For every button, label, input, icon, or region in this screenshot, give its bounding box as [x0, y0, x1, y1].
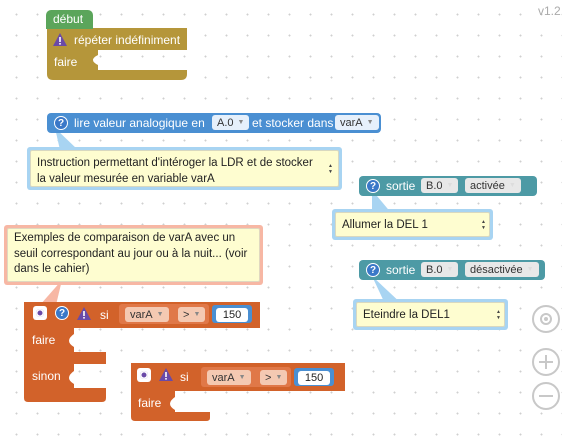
output-off-label: sortie	[386, 263, 416, 277]
output-on-label: sortie	[386, 179, 416, 193]
output-on-comment-arrow	[372, 190, 392, 214]
analog-help-icon[interactable]: ?	[54, 116, 68, 130]
if-comment-content: Exemples de comparaison de varA avec un …	[14, 232, 248, 275]
output-off-help-icon[interactable]: ?	[366, 263, 380, 277]
output-on-block[interactable]: ? sortie B.0▼ activée▼	[359, 176, 537, 196]
inner-operator-value: >	[265, 371, 272, 384]
output-off-pin-value: B.0	[426, 263, 443, 276]
if-gear-icon[interactable]	[33, 306, 47, 320]
analog-comment-arrow	[55, 128, 78, 150]
output-on-state-value: activée	[470, 179, 505, 192]
analog-middle: et stocker dans	[252, 116, 334, 130]
inner-do-label: faire	[138, 396, 162, 410]
analog-pin-dropdown[interactable]: A.0▼	[212, 115, 250, 130]
if-help-icon[interactable]: ?	[55, 306, 69, 320]
inner-value-field[interactable]: 150	[298, 371, 330, 385]
inner-value-block[interactable]: 150	[294, 368, 334, 386]
output-off-comment-bubble: Eteindre la DEL1 ▲▼	[353, 299, 508, 330]
analog-pin-value: A.0	[217, 116, 234, 129]
analog-comment-bubble: Instruction permettant d'intéroger la LD…	[27, 147, 342, 190]
if-value-block[interactable]: 150	[212, 305, 252, 323]
if-operator-dropdown[interactable]: >▼	[178, 307, 206, 322]
if-value-field[interactable]: 150	[216, 308, 248, 322]
version-label: v1.2	[538, 4, 561, 18]
scroll-arrows-icon[interactable]: ▲▼	[496, 308, 501, 321]
inner-if-label: si	[180, 370, 189, 384]
output-off-state-dropdown[interactable]: désactivée▼	[465, 262, 539, 277]
zoom-in-button[interactable]	[532, 348, 560, 376]
output-on-pin-dropdown[interactable]: B.0▼	[421, 178, 459, 193]
chevron-down-icon: ▼	[238, 374, 246, 381]
output-off-state-value: désactivée	[470, 263, 523, 276]
inner-if-block-shape[interactable]	[131, 363, 345, 421]
scroll-arrows-icon[interactable]: ▲▼	[328, 162, 333, 175]
chevron-down-icon: ▼	[275, 374, 283, 381]
output-off-comment-arrow	[372, 276, 404, 306]
start-hat-block[interactable]: début	[46, 10, 93, 29]
analog-comment-text[interactable]: Instruction permettant d'intéroger la LD…	[30, 150, 339, 187]
zoom-out-button[interactable]	[532, 382, 560, 410]
inner-operator-dropdown[interactable]: >▼	[260, 370, 288, 385]
plus-icon	[539, 355, 553, 369]
output-on-state-dropdown[interactable]: activée▼	[465, 178, 521, 193]
recenter-button[interactable]	[532, 305, 560, 333]
output-on-help-icon[interactable]: ?	[366, 179, 380, 193]
inner-compare-block[interactable]: varA▼ >▼	[201, 367, 291, 387]
output-on-pin-value: B.0	[426, 179, 443, 192]
if-compare-block[interactable]: varA▼ >▼	[119, 304, 209, 324]
inner-if-warning-icon[interactable]	[159, 368, 173, 384]
chevron-down-icon: ▼	[526, 266, 534, 273]
if-comment-bubble: Exemples de comparaison de varA avec un …	[4, 225, 263, 285]
output-off-comment-content: Eteindre la DEL1	[363, 309, 450, 321]
output-on-comment-bubble: Allumer la DEL 1 ▲▼	[332, 209, 493, 240]
repeat-do-label: faire	[54, 55, 78, 69]
chevron-down-icon: ▼	[508, 182, 516, 189]
analog-comment-content: Instruction permettant d'intéroger la LD…	[37, 157, 313, 185]
chevron-down-icon: ▼	[446, 266, 454, 273]
chevron-down-icon: ▼	[156, 311, 164, 318]
chevron-down-icon: ▼	[446, 182, 454, 189]
if-block-shape[interactable]	[24, 302, 260, 402]
analog-variable-value: varA	[340, 116, 363, 129]
chevron-down-icon: ▼	[193, 311, 201, 318]
output-on-comment-content: Allumer la DEL 1	[342, 219, 428, 231]
analog-read-block[interactable]: ? lire valeur analogique en A.0▼ et stoc…	[47, 113, 381, 133]
inner-variable-value: varA	[212, 371, 235, 384]
scroll-arrows-icon[interactable]: ▲▼	[481, 218, 486, 231]
if-comment-arrow	[40, 280, 62, 305]
if-label: si	[100, 308, 109, 322]
if-warning-icon[interactable]	[77, 307, 91, 323]
output-on-comment-text[interactable]: Allumer la DEL 1 ▲▼	[335, 212, 490, 237]
target-icon	[540, 313, 552, 325]
output-off-block[interactable]: ? sortie B.0▼ désactivée▼	[359, 260, 545, 280]
chevron-down-icon: ▼	[366, 119, 374, 126]
analog-variable-dropdown[interactable]: varA▼	[335, 115, 379, 130]
minus-icon	[539, 395, 553, 397]
if-operator-value: >	[183, 308, 190, 321]
output-off-pin-dropdown[interactable]: B.0▼	[421, 262, 459, 277]
if-variable-value: varA	[130, 308, 153, 321]
if-do-label: faire	[32, 333, 56, 347]
chevron-down-icon: ▼	[237, 119, 245, 126]
analog-prefix: lire valeur analogique en	[74, 116, 205, 130]
inner-if-gear-icon[interactable]	[137, 368, 151, 382]
repeat-block-shape[interactable]	[47, 28, 187, 80]
start-label: début	[53, 12, 84, 26]
if-comment-text[interactable]: Exemples de comparaison de varA avec un …	[7, 228, 260, 282]
inner-variable-dropdown[interactable]: varA▼	[207, 370, 251, 385]
output-off-comment-text[interactable]: Eteindre la DEL1 ▲▼	[356, 302, 505, 327]
repeat-warning-icon[interactable]	[53, 33, 67, 49]
repeat-label: répéter indéfiniment	[74, 33, 181, 47]
if-else-label: sinon	[32, 369, 61, 383]
if-variable-dropdown[interactable]: varA▼	[125, 307, 169, 322]
